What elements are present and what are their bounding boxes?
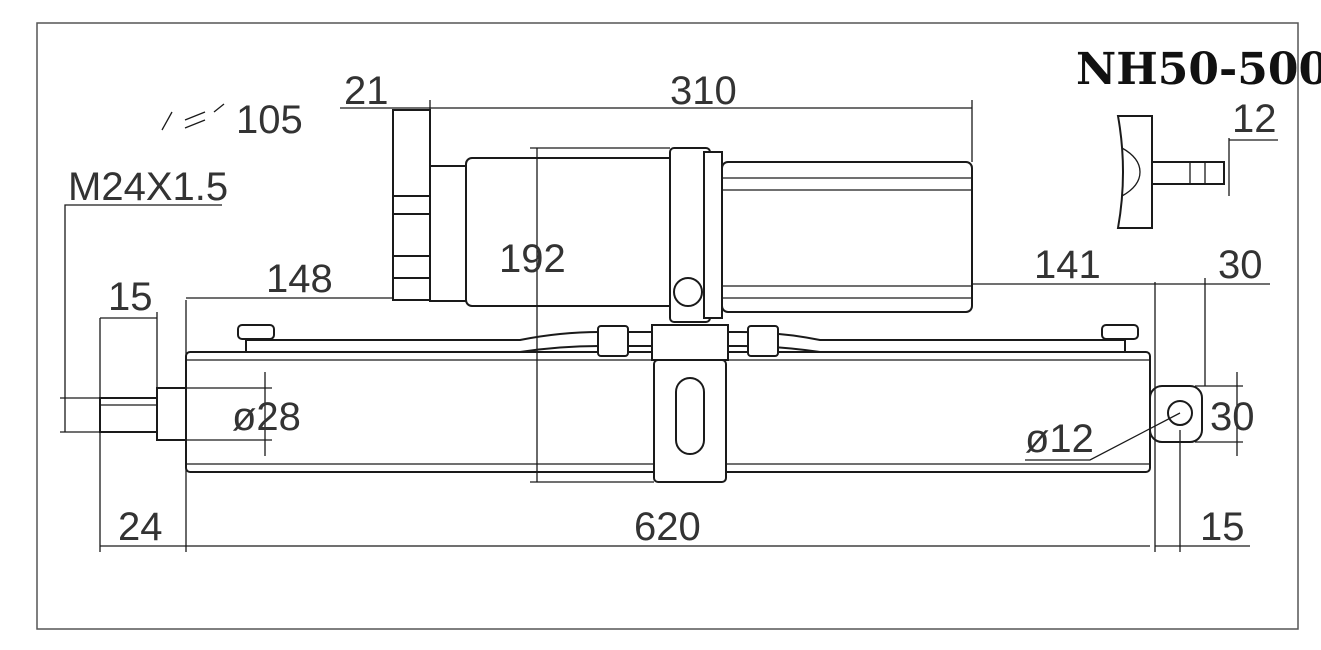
side-view-pin <box>1151 161 1225 185</box>
side-view-clevis-curve <box>1121 147 1141 197</box>
label-motor-height: 192 <box>499 237 566 281</box>
side-view-clevis <box>1116 115 1153 229</box>
motor-band-inner <box>703 151 723 319</box>
label-clevis-end: 15 <box>1200 505 1245 549</box>
linkage-nut-right <box>747 325 779 357</box>
dim-leader-thread <box>64 204 222 432</box>
motor-screw <box>673 277 703 307</box>
center-clamp <box>651 324 729 361</box>
label-thread: M24X1.5 <box>68 165 228 209</box>
label-rod-diameter: ø28 <box>232 395 301 439</box>
motor-flange <box>429 165 467 302</box>
label-rod-extension: 148 <box>266 257 333 301</box>
label-body-length: 620 <box>634 505 701 549</box>
gearbox-housing <box>721 161 973 313</box>
label-rear-gap: 141 <box>1034 243 1101 287</box>
rod-thread-end <box>99 397 158 433</box>
motor-bolt <box>392 195 431 215</box>
label-motor-offset: 21 <box>344 69 389 113</box>
label-clevis-height: 30 <box>1210 395 1255 439</box>
label-clevis-length: 30 <box>1218 243 1263 287</box>
label-rod-end-length: 15 <box>108 275 153 319</box>
label-pin-diameter: ø12 <box>1025 417 1094 461</box>
label-front-length: 24 <box>118 505 163 549</box>
drawing-frame <box>36 22 1299 630</box>
dim-leader-pin <box>1025 412 1181 461</box>
label-clevis-width: 12 <box>1232 97 1277 141</box>
linkage-nut-left <box>597 325 629 357</box>
stroke-note-symbol <box>161 103 225 131</box>
piston-rod <box>156 387 187 441</box>
linkage-bolt-left <box>237 324 275 340</box>
label-motor-length: 310 <box>670 69 737 113</box>
motor-housing <box>465 157 677 307</box>
motor-bolt-lower <box>392 255 431 279</box>
bracket-slot <box>675 377 705 455</box>
label-stroke-note: 105 <box>236 98 303 142</box>
model-title: NH50-500X <box>1076 44 1321 95</box>
linkage-bolt-right <box>1101 324 1139 340</box>
